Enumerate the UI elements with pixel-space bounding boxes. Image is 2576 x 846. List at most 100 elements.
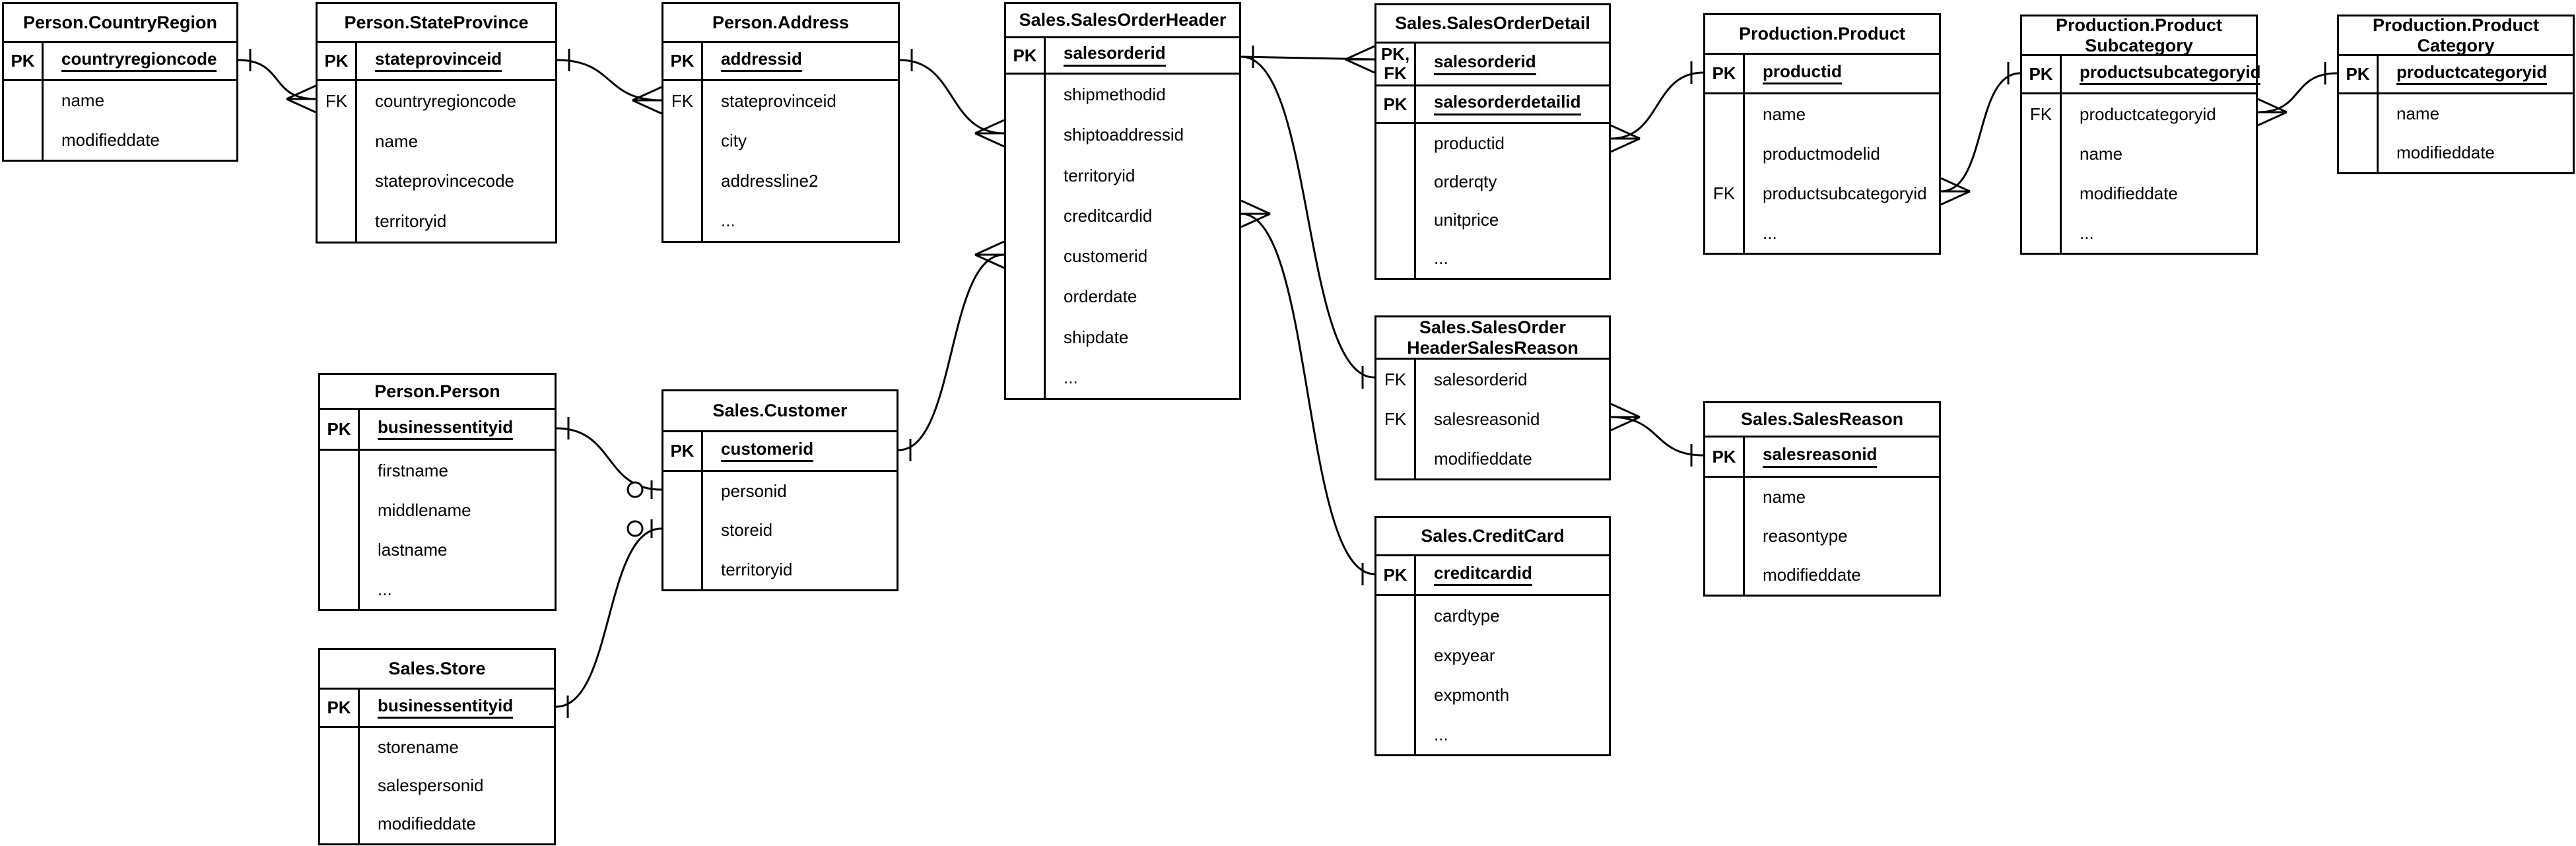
entity-title-line: Person.CountryRegion bbox=[22, 12, 218, 32]
field-column: customerid bbox=[703, 432, 897, 470]
attribute-row: stateprovincecode bbox=[357, 162, 555, 202]
key-label bbox=[2339, 133, 2377, 172]
attribute-row: modifieddate bbox=[1416, 439, 1609, 478]
attribute-name: city bbox=[721, 131, 747, 151]
attribute-name: ... bbox=[721, 211, 735, 231]
primary-key-attribute: productcategoryid bbox=[2396, 63, 2548, 86]
relationship-line bbox=[556, 427, 662, 491]
field-column: salesreasonid bbox=[1745, 438, 1939, 476]
key-label-line: FK bbox=[1384, 63, 1407, 83]
attribute-row: storename bbox=[360, 728, 554, 766]
key-label bbox=[1705, 517, 1743, 556]
primary-key-attribute: salesorderid bbox=[1064, 44, 1166, 67]
entity-section: PK countryregioncode bbox=[4, 43, 236, 81]
key-column bbox=[4, 81, 44, 160]
entity-title-line: HeaderSalesReason bbox=[1407, 337, 1578, 358]
key-label bbox=[320, 805, 358, 843]
attribute-row: name bbox=[2379, 94, 2573, 133]
entity-title-line: Production.Product bbox=[1739, 24, 1905, 44]
key-column: PK bbox=[320, 690, 360, 726]
key-label bbox=[1376, 596, 1414, 635]
key-label bbox=[1006, 156, 1044, 196]
key-label-line: PK bbox=[11, 51, 35, 71]
entity-section: PK salesorderid bbox=[1006, 38, 1239, 75]
attribute-row: orderqty bbox=[1416, 162, 1609, 201]
key-label bbox=[663, 161, 701, 201]
primary-key-attribute: salesorderid bbox=[1434, 53, 1536, 75]
key-label bbox=[318, 162, 355, 202]
key-label-line: PK bbox=[1013, 45, 1037, 65]
attribute-name: unitprice bbox=[1434, 210, 1499, 230]
attribute-name: expyear bbox=[1434, 645, 1495, 665]
key-label bbox=[2339, 94, 2377, 133]
key-label: PK bbox=[318, 43, 355, 79]
key-column: PK bbox=[1006, 38, 1046, 73]
attribute-name: productmodelid bbox=[1763, 143, 1880, 164]
field-column: productcategoryid bbox=[2379, 56, 2573, 92]
field-column: productid bbox=[1745, 55, 1939, 92]
key-label-line: PK bbox=[1383, 94, 1407, 114]
attribute-name: cardtype bbox=[1434, 605, 1500, 626]
attribute-name: territoryid bbox=[1064, 165, 1135, 185]
attribute-row: stateprovinceid bbox=[357, 43, 555, 79]
attribute-name: territoryid bbox=[721, 559, 793, 579]
key-label bbox=[1376, 124, 1414, 162]
key-label bbox=[1376, 715, 1414, 754]
attribute-name: name bbox=[61, 90, 105, 111]
attribute-row: modifieddate bbox=[44, 121, 236, 160]
key-label-line: PK bbox=[1712, 446, 1736, 467]
attribute-name: ... bbox=[1064, 367, 1078, 387]
attribute-row: ... bbox=[2062, 213, 2256, 253]
primary-key-attribute: salesorderdetailid bbox=[1434, 93, 1581, 115]
key-column: PK bbox=[1376, 556, 1416, 594]
attribute-name: middlename bbox=[378, 500, 471, 520]
key-label bbox=[1705, 556, 1743, 595]
entity-title-line: Production.Product bbox=[2373, 15, 2539, 35]
key-label-line: PK bbox=[1712, 63, 1736, 83]
attribute-row: shipmethodid bbox=[1046, 75, 1239, 115]
attribute-row: salesorderid bbox=[1416, 44, 1609, 84]
key-label-line: FK bbox=[325, 90, 348, 111]
attribute-row: customerid bbox=[703, 432, 897, 470]
relationship-salesreason-to-headersalesreason bbox=[1610, 403, 1704, 467]
attribute-name: addressline2 bbox=[721, 170, 819, 191]
attribute-row: lastname bbox=[360, 530, 555, 569]
attribute-row: countryregioncode bbox=[44, 43, 236, 79]
attribute-row: firstname bbox=[360, 451, 555, 490]
key-column: PK bbox=[1705, 55, 1745, 92]
attribute-row: addressline2 bbox=[703, 161, 898, 201]
entity-title-line: Sales.Store bbox=[388, 659, 486, 678]
attribute-row: orderdate bbox=[1046, 277, 1239, 317]
attribute-name: ... bbox=[1434, 724, 1448, 744]
field-column: addressid bbox=[703, 43, 898, 79]
entity-title: Production.Product bbox=[1705, 15, 1939, 55]
relationship-customer-to-salesorderheader bbox=[898, 240, 1005, 461]
attribute-name: personid bbox=[721, 481, 787, 502]
attribute-name: shipdate bbox=[1064, 327, 1129, 347]
